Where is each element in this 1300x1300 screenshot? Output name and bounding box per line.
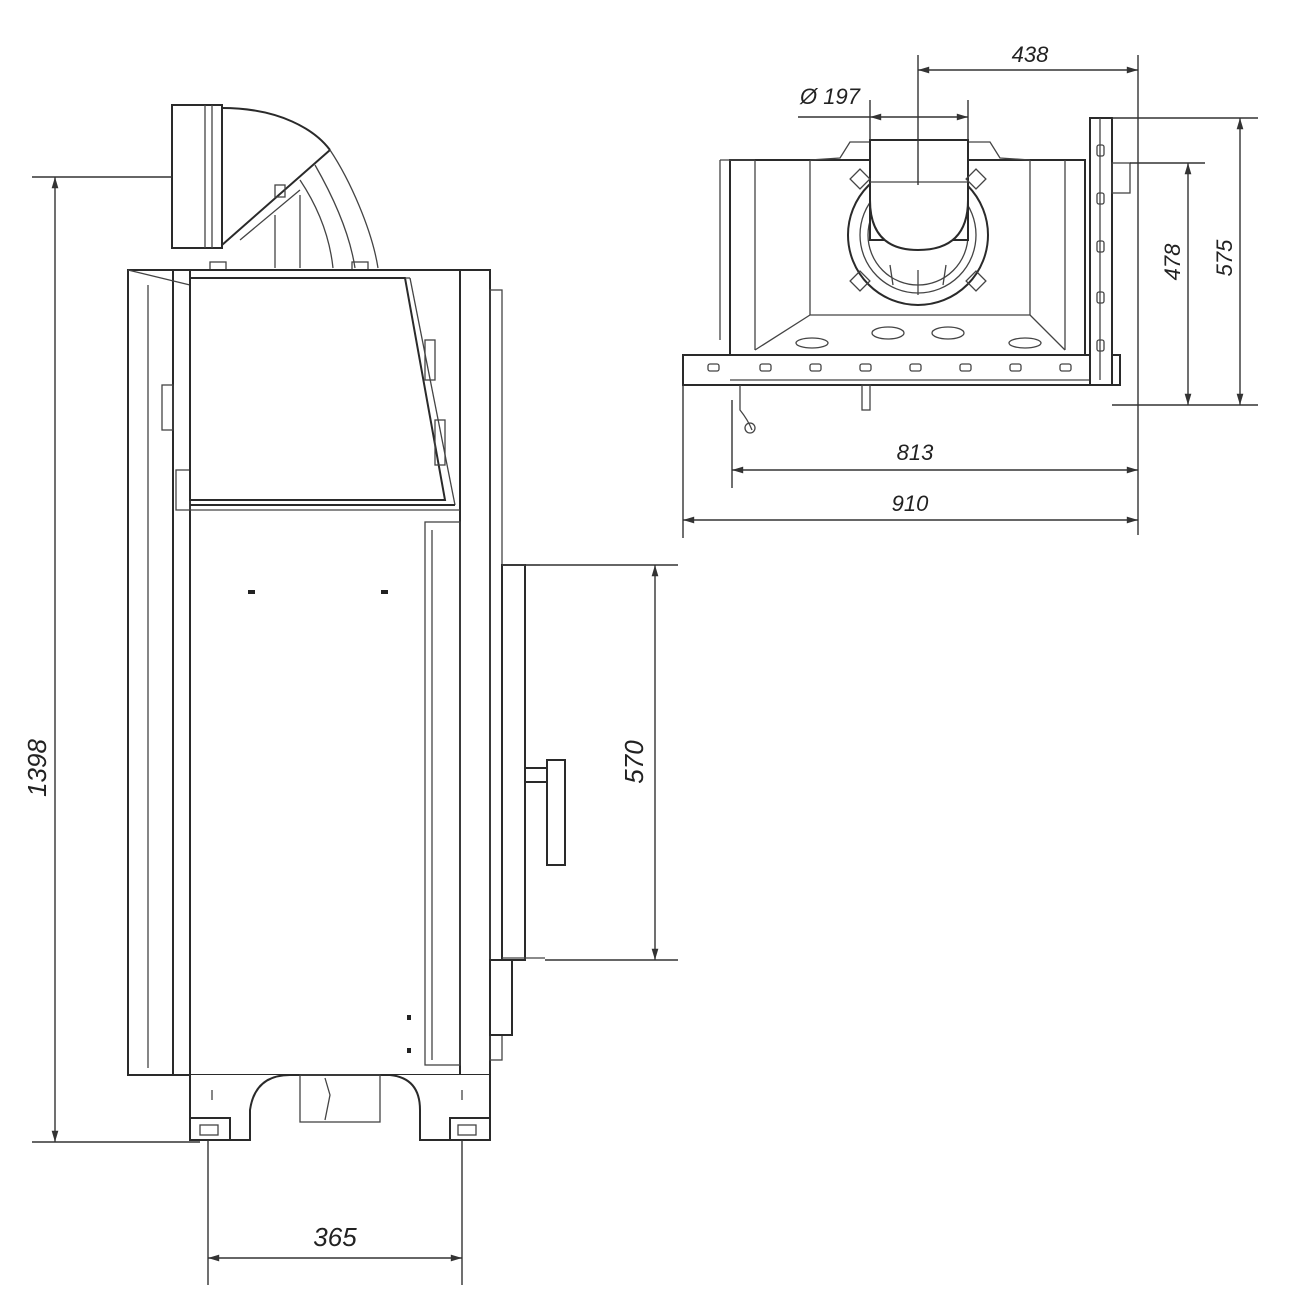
- stove-base: [189, 1074, 491, 1141]
- label-width-910: 910: [892, 491, 929, 516]
- dimension-depth-inner: 478: [1112, 162, 1258, 406]
- label-depth-575: 575: [1212, 239, 1237, 276]
- label-height-1398: 1398: [22, 739, 52, 797]
- label-feet-365: 365: [313, 1222, 357, 1252]
- side-view: 1398 570 365: [22, 104, 678, 1285]
- door-handle: [546, 759, 566, 866]
- dimension-feet-spacing: 365: [207, 1140, 463, 1285]
- label-flue-diameter: Ø 197: [799, 84, 861, 109]
- dimension-width-inner: 813: [731, 400, 1139, 488]
- flue-elbow: [171, 104, 379, 271]
- label-width-813: 813: [897, 440, 934, 465]
- top-view: 438 Ø 197 478 575 813 910: [682, 42, 1258, 538]
- dimension-flue-offset: 438: [917, 42, 1139, 535]
- door-handle-stem: [524, 767, 548, 783]
- label-flue-438: 438: [1012, 42, 1049, 67]
- dimension-width-outer: 910: [682, 385, 1139, 538]
- stove-door: [489, 564, 566, 1036]
- stove-body: [127, 269, 503, 1076]
- flue-collar: [847, 139, 989, 306]
- dimension-flue-diameter: Ø 197: [798, 84, 969, 140]
- dimension-height: 1398: [22, 176, 200, 1143]
- foot-right: [449, 1117, 491, 1141]
- slot-holes: [707, 144, 1105, 372]
- foot-left: [189, 1117, 231, 1141]
- label-door-570: 570: [619, 740, 649, 784]
- dimension-door-height: 570: [525, 564, 678, 961]
- dimension-depth-outer: 575: [1112, 117, 1258, 405]
- label-depth-478: 478: [1160, 243, 1185, 280]
